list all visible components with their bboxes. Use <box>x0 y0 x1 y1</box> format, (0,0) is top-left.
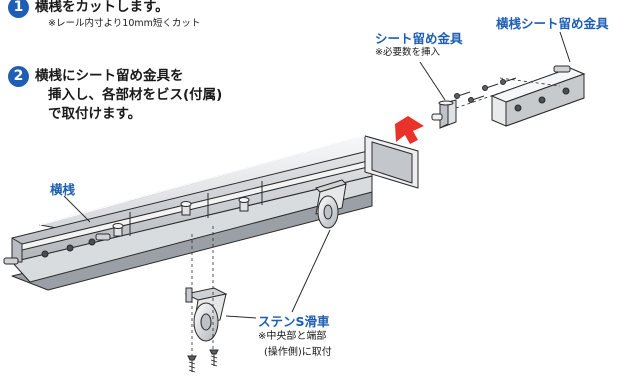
sheet-clip-leader-line <box>419 61 446 101</box>
caster-guide-lines <box>191 226 214 358</box>
step-2-line-1: 横桟にシート留め金具を <box>35 68 184 84</box>
caster-leader-lines <box>225 229 331 319</box>
label-caster-note-1: ※中央部と端部 <box>258 331 327 342</box>
step-1-badge: 1 <box>8 0 29 18</box>
step-1-text: 横桟をカットします。 <box>35 0 169 15</box>
rail-leader-line <box>63 195 91 223</box>
step-1-note: ※レール内寸より10mm短くカット <box>48 18 201 29</box>
label-rail: 横桟 <box>50 182 76 197</box>
label-sheet-clip-note: ※必要数を挿入 <box>375 47 440 58</box>
clip-screws <box>454 77 517 103</box>
rail-sheet-clip <box>490 65 586 127</box>
step-2-badge: 2 <box>8 66 29 87</box>
step-2-line-2: 挿入し、各部材をビス(付属) <box>48 87 223 103</box>
label-caster: ステンS滑車 <box>258 314 330 329</box>
step-2-line-3: で取付けます。 <box>48 106 142 122</box>
caster-wheel-icon <box>184 287 228 342</box>
rail-pins <box>112 197 250 237</box>
clip-guide-lines <box>455 77 561 109</box>
insert-arrow-icon <box>395 116 424 144</box>
sheet-clip <box>431 99 457 129</box>
label-sheet-clip: シート留め金具 <box>375 31 463 46</box>
mounted-caster <box>315 179 347 229</box>
label-rail-sheet-clip: 横桟シート留め金具 <box>496 16 609 31</box>
screw-icon <box>187 349 219 373</box>
rail-sheet-clip-leader-line <box>559 31 571 63</box>
label-caster-note-2: (操作側)に取付 <box>264 347 332 358</box>
rail <box>3 135 419 291</box>
